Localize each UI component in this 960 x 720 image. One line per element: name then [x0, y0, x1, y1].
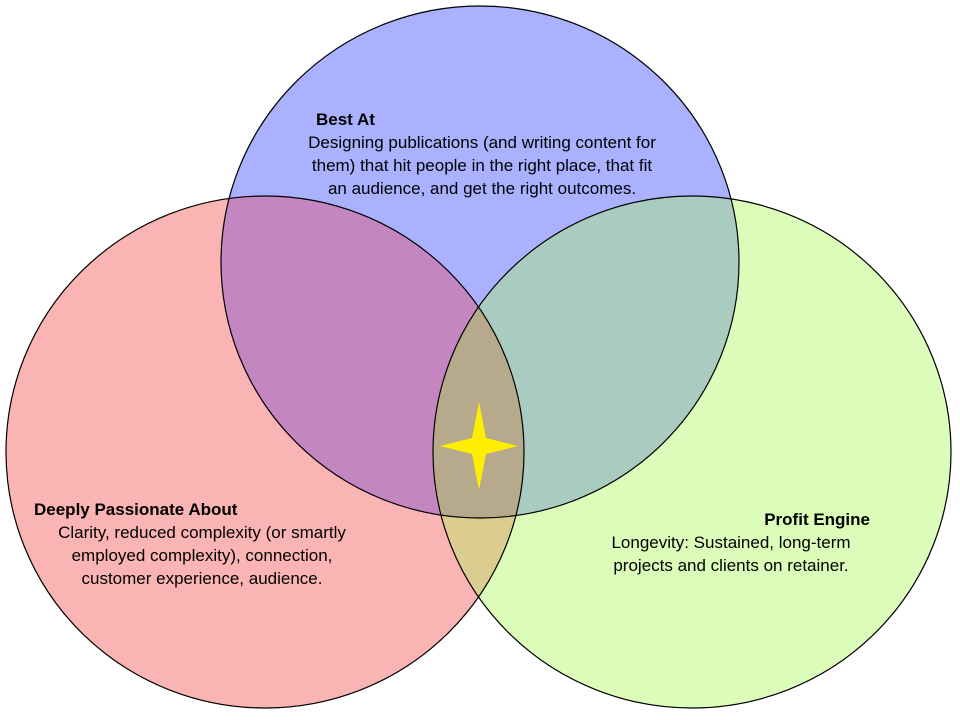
profit-label: Profit Engine Longevity: Sustained, long…	[590, 508, 872, 577]
best-at-label: Best At Designing publications (and writ…	[308, 108, 656, 200]
best-at-heading: Best At	[316, 110, 375, 129]
four-point-star-icon	[440, 402, 518, 490]
best-at-description: Designing publications (and writing cont…	[308, 133, 656, 198]
profit-heading: Profit Engine	[764, 510, 870, 529]
passion-heading: Deeply Passionate About	[34, 500, 238, 519]
passion-description: Clarity, reduced complexity (or smartly …	[58, 523, 346, 588]
best-at-outline	[220, 5, 740, 519]
passion-label: Deeply Passionate About Clarity, reduced…	[34, 498, 364, 590]
profit-description: Longevity: Sustained, long-term projects…	[611, 533, 851, 575]
passion-outline	[5, 195, 525, 709]
profit-outline	[432, 195, 952, 709]
